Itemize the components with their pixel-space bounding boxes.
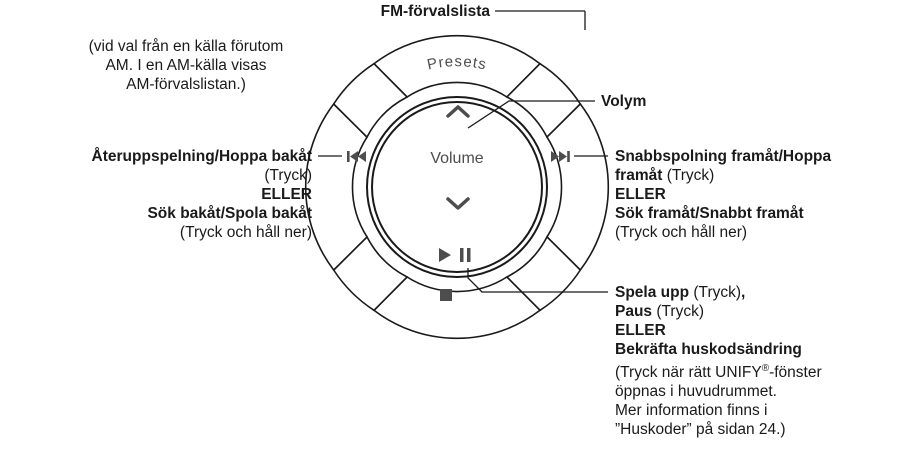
pause-press: (Tryck)	[652, 303, 704, 320]
presets-callout-desc: (vid val från en källa förutom AM. I en …	[31, 37, 341, 94]
registered-mark: ®	[761, 363, 770, 374]
forward-title-cont: framåt	[615, 167, 663, 184]
forward-press: (Tryck)	[662, 167, 715, 184]
presets-desc-line: AM. I en AM-källa visas	[105, 57, 267, 74]
chevron-down-icon[interactable]	[446, 197, 470, 210]
back-callout: Återuppspelning/Hoppa bakåt (Tryck) ELLE…	[92, 147, 312, 242]
play-callout: Spela upp (Tryck), Paus (Tryck) ELLER Be…	[615, 283, 822, 439]
confirm-desc-line: öppnas i huvudrummet.	[615, 383, 777, 401]
presets-desc-line: (vid val från en källa förutom	[88, 38, 284, 55]
presets-desc-line: AM-förvalslistan.)	[126, 76, 246, 93]
confirm-desc-pre: (Tryck när rätt UNIFY	[615, 364, 762, 382]
play-title: Spela upp	[615, 284, 690, 301]
confirm-title: Bekräfta huskodsändring	[615, 341, 802, 358]
volume-dial[interactable]	[371, 101, 543, 273]
play-comma: ,	[741, 284, 746, 301]
pause-title: Paus	[615, 303, 653, 320]
presets-button[interactable]	[372, 34, 542, 99]
back-title: Återuppspelning/Hoppa bakåt	[91, 148, 312, 165]
forward-hold: (Tryck och håll ner)	[615, 224, 748, 241]
forward-callout: Snabbspolning framåt/Hoppa framåt (Tryck…	[615, 147, 831, 242]
back-alt: Sök bakåt/Spola bakåt	[147, 205, 312, 222]
confirm-desc-line: Mer information finns i	[615, 402, 768, 420]
outer-ring	[304, 34, 610, 340]
presets-callout-title: FM-förvalslista	[380, 3, 490, 20]
play-press: (Tryck)	[689, 284, 742, 301]
stop-icon[interactable]	[440, 289, 452, 301]
presets-label: Presets	[426, 53, 489, 74]
next-button[interactable]	[545, 102, 610, 272]
confirm-desc-post: -fönster	[769, 364, 822, 382]
forward-or: ELLER	[615, 186, 666, 203]
play-icon	[439, 248, 451, 262]
back-press: (Tryck)	[264, 167, 312, 184]
next-icon	[551, 151, 570, 162]
confirm-desc-line: ”Huskoder” på sidan 24.)	[615, 421, 786, 439]
previous-icon	[347, 151, 366, 162]
previous-button[interactable]	[304, 102, 369, 272]
leader-lines	[318, 10, 608, 293]
volume-callout-title: Volym	[601, 93, 647, 110]
chevron-up-icon[interactable]	[446, 105, 470, 118]
play-or: ELLER	[615, 322, 666, 339]
pause-icon	[460, 248, 471, 262]
forward-title: Snabbspolning framåt/Hoppa	[615, 148, 832, 165]
upper-left-segment	[332, 62, 409, 139]
forward-alt: Sök framåt/Snabbt framåt	[615, 205, 804, 222]
back-hold: (Tryck och håll ner)	[179, 224, 312, 241]
back-or: ELLER	[261, 186, 312, 203]
volume-label: Volume	[430, 150, 483, 167]
